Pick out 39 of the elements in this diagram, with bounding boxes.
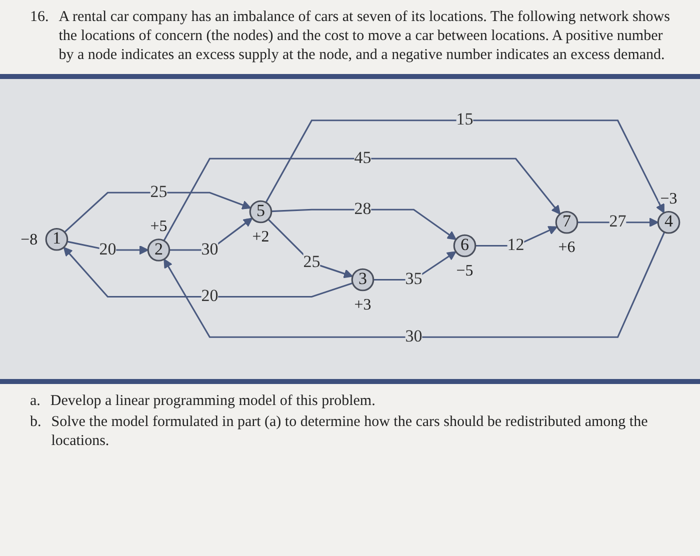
arrow xyxy=(271,209,456,241)
supply-demand-value: −5 xyxy=(456,263,474,280)
node-circle: 1 xyxy=(45,228,68,252)
arrow xyxy=(164,232,666,338)
supply-demand-value: +5 xyxy=(150,218,168,236)
node-circle: 3 xyxy=(351,268,374,292)
edge-label: 20 xyxy=(201,288,218,306)
question-text: A rental car company has an imbalance of cars at seven of its locations. The following network shows the locations of concern (the nodes) and the cost to move a car between locations. A positive number by a node indicates an excess supply at the node, and a negative number indicates an excess demand. xyxy=(58,8,670,64)
edge-label: 28 xyxy=(354,200,372,219)
edge-label: 30 xyxy=(201,240,218,259)
supply-demand-value: −8 xyxy=(20,232,38,250)
edge-label: 27 xyxy=(609,213,626,232)
arrow xyxy=(265,120,664,214)
edge-label: 20 xyxy=(99,240,116,259)
part-text: Develop a linear programming model of this problem. xyxy=(50,392,376,411)
node-circle: 4 xyxy=(657,211,680,234)
edge-label: 25 xyxy=(303,254,320,272)
question-number: 16. xyxy=(30,8,49,27)
edge-label: 35 xyxy=(405,270,422,289)
edge-label: 30 xyxy=(405,328,422,346)
arrow xyxy=(163,158,561,242)
supply-demand-value: −3 xyxy=(660,190,678,208)
part-text: Solve the model formulated in part (a) to determine how the cars should be redistributed among the locations. xyxy=(51,413,649,450)
node-circle: 6 xyxy=(453,234,476,258)
arrow xyxy=(63,247,353,298)
edge-label: 25 xyxy=(150,184,168,202)
edge-label: 45 xyxy=(354,150,372,168)
part-letter: b. xyxy=(30,413,42,432)
node-circle: 7 xyxy=(555,211,578,234)
supply-demand-value: +3 xyxy=(354,297,372,314)
node-circle: 5 xyxy=(249,200,272,224)
supply-demand-value: +6 xyxy=(558,240,576,257)
arrow xyxy=(64,192,252,234)
edge-label: 15 xyxy=(456,111,474,130)
edge-label: 12 xyxy=(507,236,524,255)
part-letter: a. xyxy=(30,392,40,411)
arrow xyxy=(268,219,354,279)
node-circle: 2 xyxy=(147,239,170,262)
supply-demand-value: +2 xyxy=(252,229,270,246)
